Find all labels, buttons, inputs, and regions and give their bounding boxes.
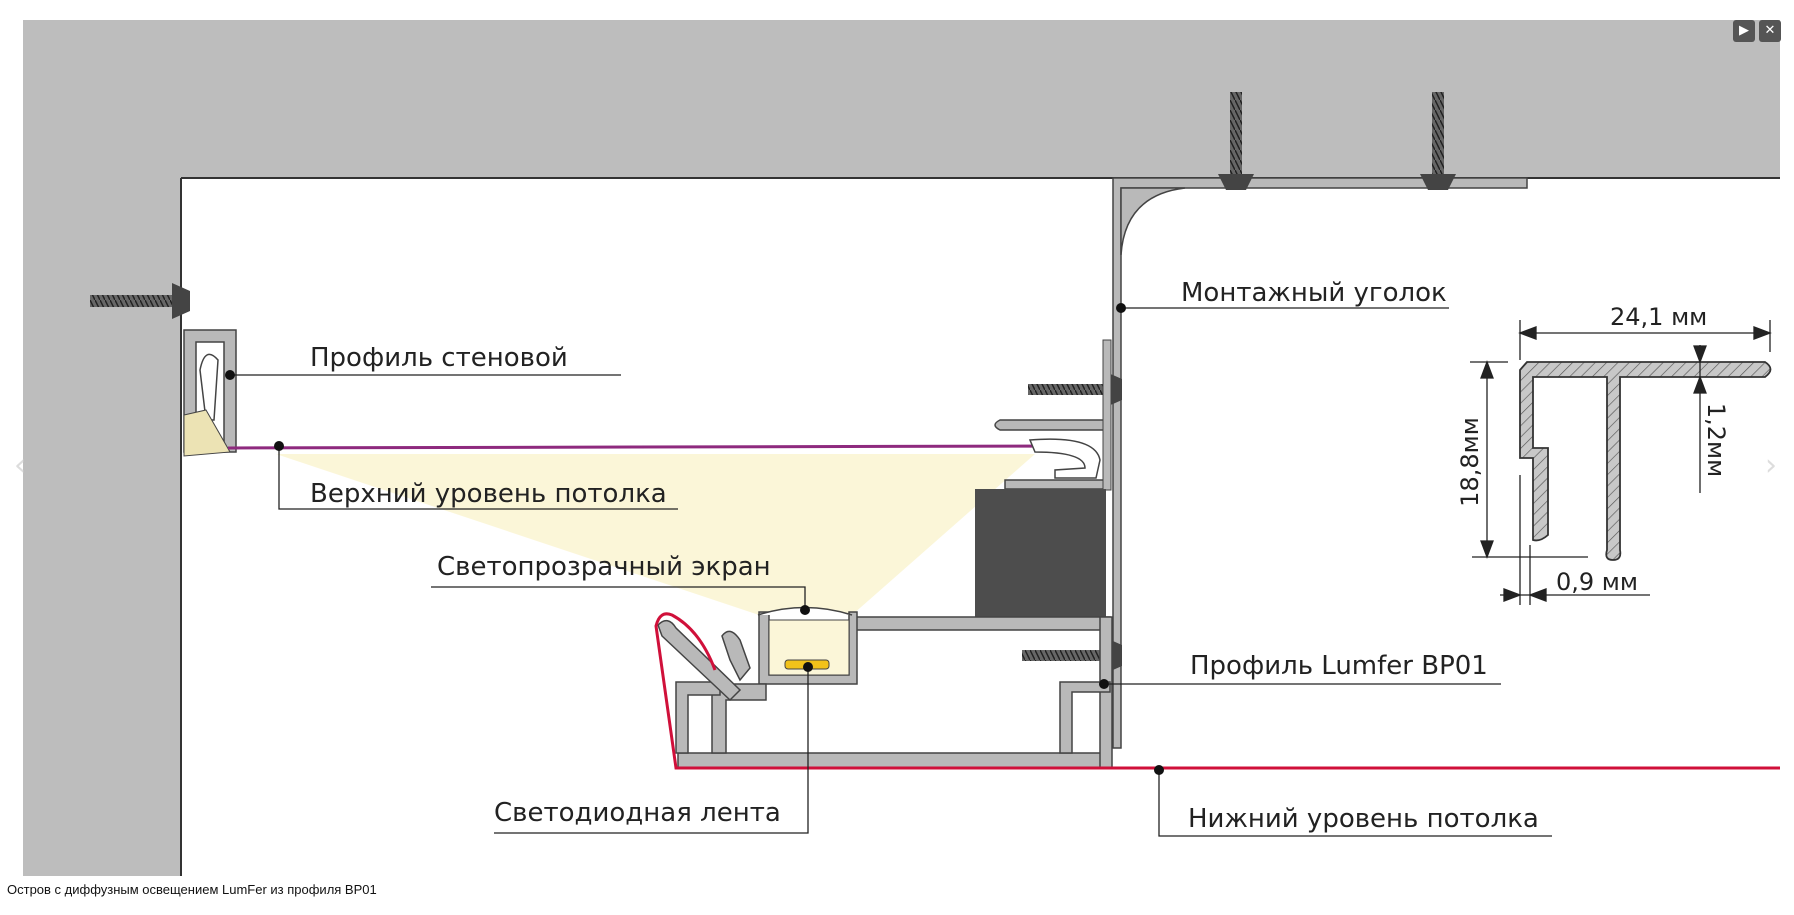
lower-ceiling-line — [654, 612, 1780, 770]
label-mounting-angle: Монтажный уголок — [1181, 278, 1447, 308]
label-wall-profile: Профиль стеновой — [310, 343, 568, 373]
dimension-width: 24,1 мм — [1610, 303, 1707, 331]
play-icon[interactable]: ▶ — [1733, 20, 1755, 42]
close-icon[interactable]: ✕ — [1759, 20, 1781, 42]
chevron-right-icon[interactable]: › — [1765, 448, 1777, 483]
dimension-wall: 0,9 мм — [1556, 568, 1638, 596]
label-lower-ceiling: Нижний уровень потолка — [1188, 804, 1539, 834]
label-profile-bp01: Профиль Lumfer BP01 — [1190, 651, 1488, 681]
mounting-angle — [1112, 177, 1528, 749]
screw-icon — [1420, 92, 1456, 190]
profile-cross-section — [1519, 361, 1772, 561]
screw-icon — [90, 283, 190, 319]
label-upper-ceiling: Верхний уровень потолка — [310, 479, 667, 509]
screw-icon — [1218, 92, 1254, 190]
dimension-lines — [1470, 320, 1772, 605]
leader-dots — [225, 303, 1164, 775]
leader-lines — [230, 307, 1552, 837]
upper-clip — [994, 339, 1112, 491]
dimension-height: 18,8мм — [1456, 417, 1484, 507]
label-led-strip: Светодиодная лента — [494, 798, 781, 828]
wall-profile — [183, 329, 237, 457]
support-block — [975, 489, 1106, 617]
label-diffuser: Светопрозрачный экран — [437, 552, 771, 582]
chevron-left-icon[interactable]: ‹ — [14, 448, 26, 483]
dimension-thickness: 1,2мм — [1702, 403, 1730, 477]
light-beam — [276, 454, 1035, 615]
image-caption: Остров с диффузным освещением LumFer из … — [7, 882, 377, 897]
